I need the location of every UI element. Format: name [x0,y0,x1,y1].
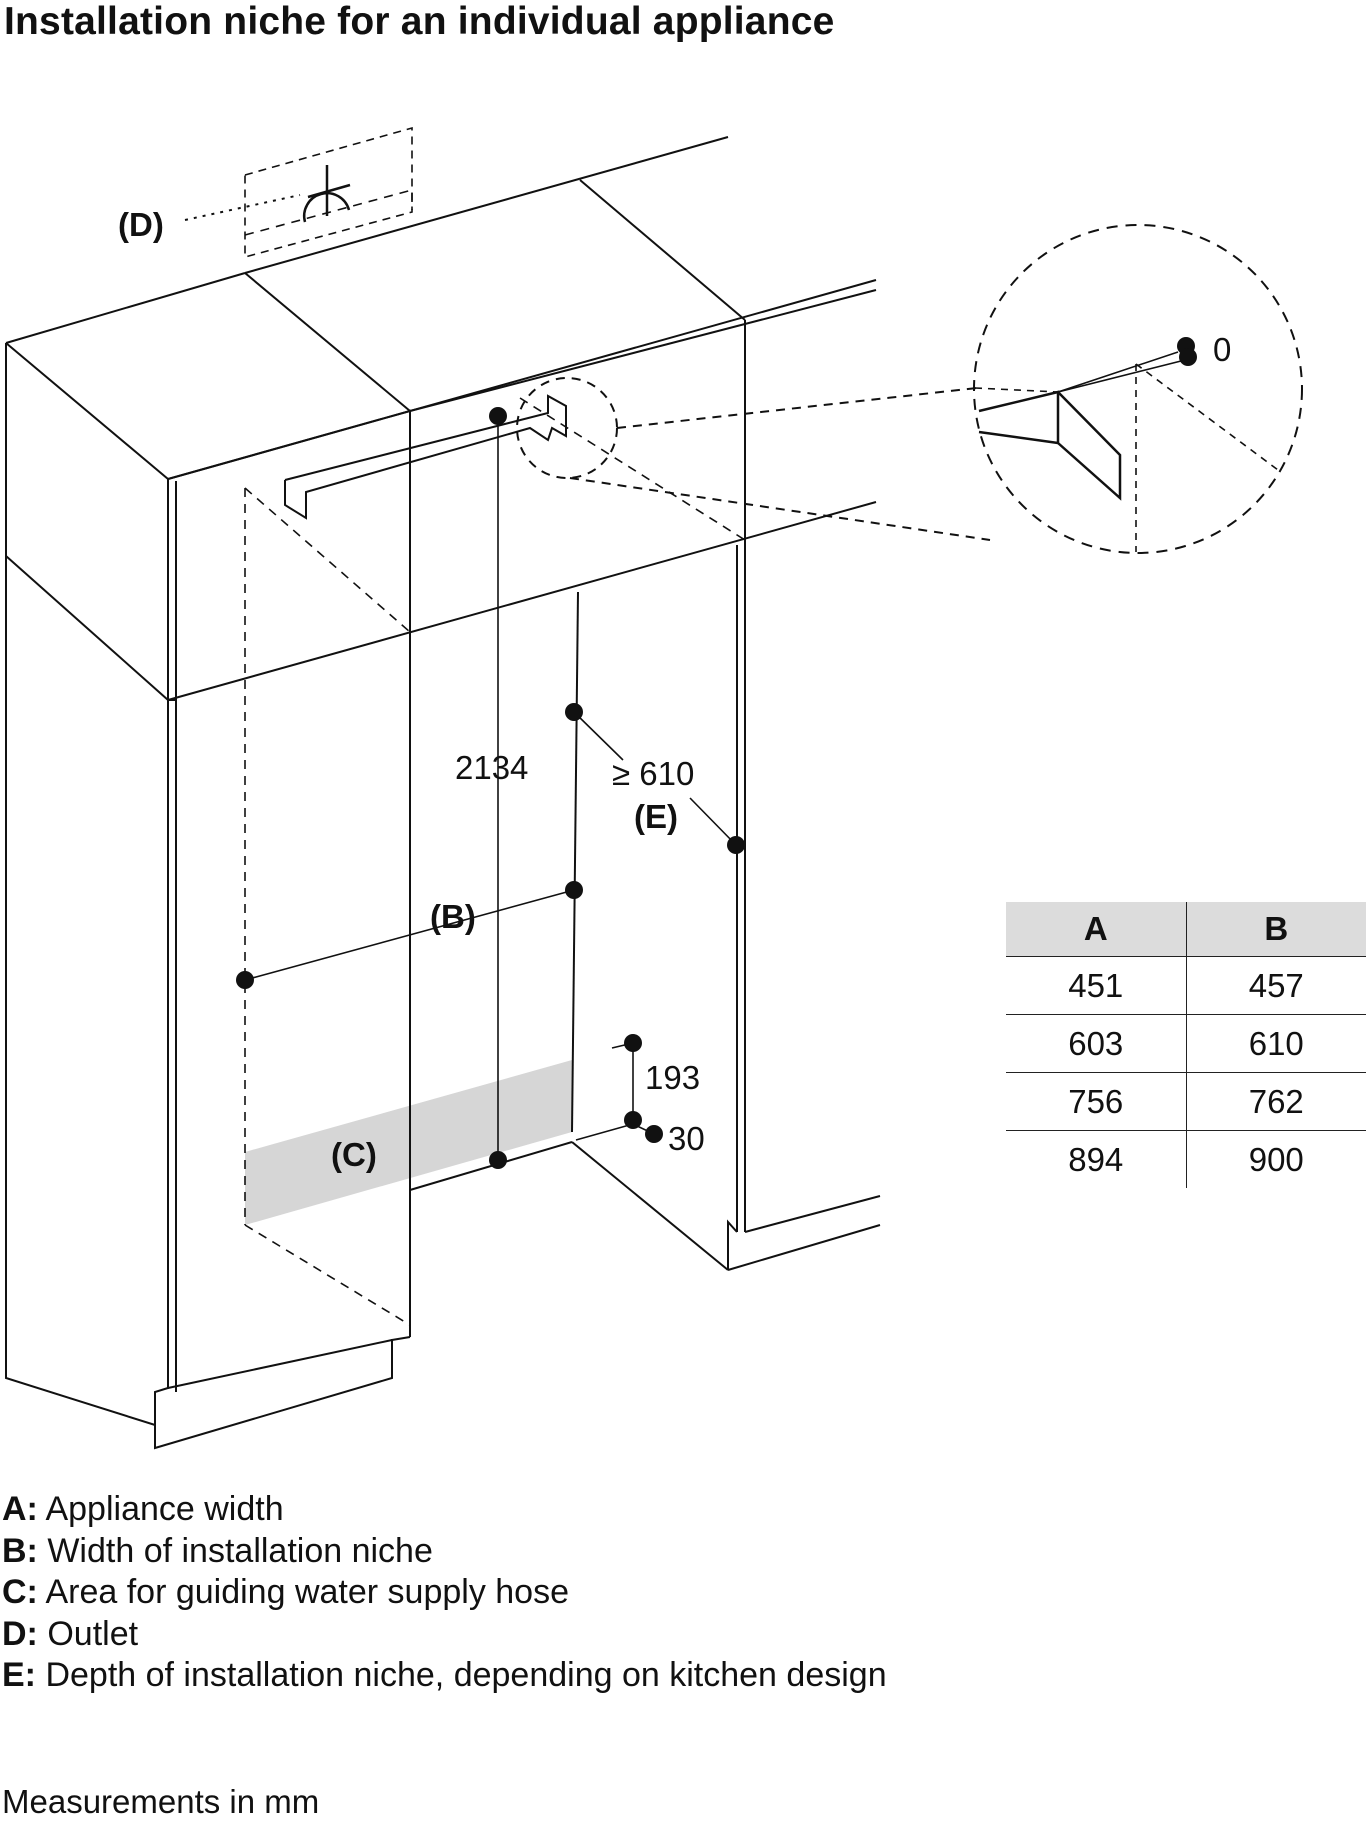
page-title: Installation niche for an individual app… [4,0,835,43]
table-cell: 451 [1006,956,1187,1015]
detail-bracket [978,390,1122,501]
detail-zoom-circle [973,224,1303,554]
table-cell: 762 [1186,1072,1366,1131]
installation-diagram: (D) 0 2134 [5,126,1303,1450]
top-panel-front-bottom [167,501,877,701]
hose-area-shading [245,1060,572,1225]
hose-height-label: 193 [645,1059,700,1096]
left-plinth-top [167,1339,393,1389]
legend-text: Outlet [37,1614,139,1653]
right-plinth-step [727,1219,738,1270]
dot-b-right [565,881,583,899]
legend-item: B: Width of installation niche [2,1531,887,1573]
dot-b-left [236,971,254,989]
detail-dots [1177,337,1197,366]
legend-key: C: [2,1573,38,1611]
dot-depth-back [727,836,745,854]
top-panel-side [579,179,746,321]
right-cabinet-plinth [727,1224,881,1271]
legend-item: D: Outlet [2,1614,887,1656]
dimension-dots [236,407,745,1169]
handle-rail [284,394,567,520]
dot-hose-bottom [624,1111,642,1129]
table-cell: 457 [1186,956,1366,1015]
table-cell: 603 [1006,1014,1187,1073]
niche-floor-front [409,1141,573,1191]
niche-floor-side [571,1141,729,1271]
legend-key: D: [2,1614,38,1653]
dimension-lines [244,416,737,1160]
table-row: 603 610 [1006,1014,1366,1073]
appliance-outline [244,188,746,1326]
dot-floor [645,1125,663,1143]
legend-text: Appliance width [37,1490,284,1528]
table-cell: 894 [1006,1130,1187,1188]
left-cabinet-top-right [244,272,411,412]
callout-c-label: (C) [331,1136,377,1173]
legend-text: Depth of installation niche, depending o… [36,1656,887,1694]
legend-item: E: Depth of installation niche, dependin… [2,1655,887,1697]
table-header-b: B [1186,902,1366,957]
table-header-a: A [1006,902,1187,957]
top-panel-back [244,136,729,274]
left-cabinet-upper-seam [5,555,169,701]
legend-text: Width of installation niche [37,1531,433,1570]
table-cell: 756 [1006,1072,1187,1131]
legend-text: Area for guiding water supply hose [37,1573,569,1611]
outlet-zone [244,126,413,259]
top-panel-front-top [167,279,877,480]
legend-key: E: [2,1656,36,1694]
legend-key: A: [2,1490,38,1528]
left-plinth [154,1336,411,1450]
cabinet-structure [5,136,881,1450]
table-header-row: A B [1006,902,1366,957]
callout-d-label: (D) [118,206,164,243]
legend-item: A: Appliance width [2,1489,887,1531]
table-row: 894 900 [1006,1130,1366,1188]
left-cabinet-top-front [5,342,169,480]
outlet-symbol [184,126,413,259]
legend-key: B: [2,1531,38,1570]
table-cell: 610 [1186,1014,1366,1073]
dimensions-table: A B 451 457 603 610 756 762 894 900 [1006,902,1366,1188]
table-cell: 900 [1186,1130,1366,1188]
right-cabinet-bottom [744,1195,881,1233]
detail-offset-label: 0 [1213,331,1231,368]
dot-hose-top [624,1034,642,1052]
top-panel-front-top2 [409,289,877,412]
callout-e-label: (E) [634,798,678,835]
legend-list: A: Appliance width B: Width of installat… [2,1489,887,1697]
left-cabinet-top-back [5,272,246,344]
legend-item: C: Area for guiding water supply hose [2,1572,887,1614]
height-label: 2134 [455,749,528,786]
dot-height-bottom [489,1151,507,1169]
left-cabinet-outline [5,343,411,1427]
depth-label: ≥ 610 [612,755,694,792]
detail-callout [516,224,1303,554]
callout-b-label: (B) [430,898,476,935]
floor-offset-label: 30 [668,1120,705,1157]
units-note: Measurements in mm [2,1783,320,1820]
table-row: 451 457 [1006,956,1366,1015]
dot-depth-front [565,703,583,721]
dot-height-top [489,407,507,425]
niche-back-edge [571,591,579,1133]
table-row: 756 762 [1006,1072,1366,1131]
